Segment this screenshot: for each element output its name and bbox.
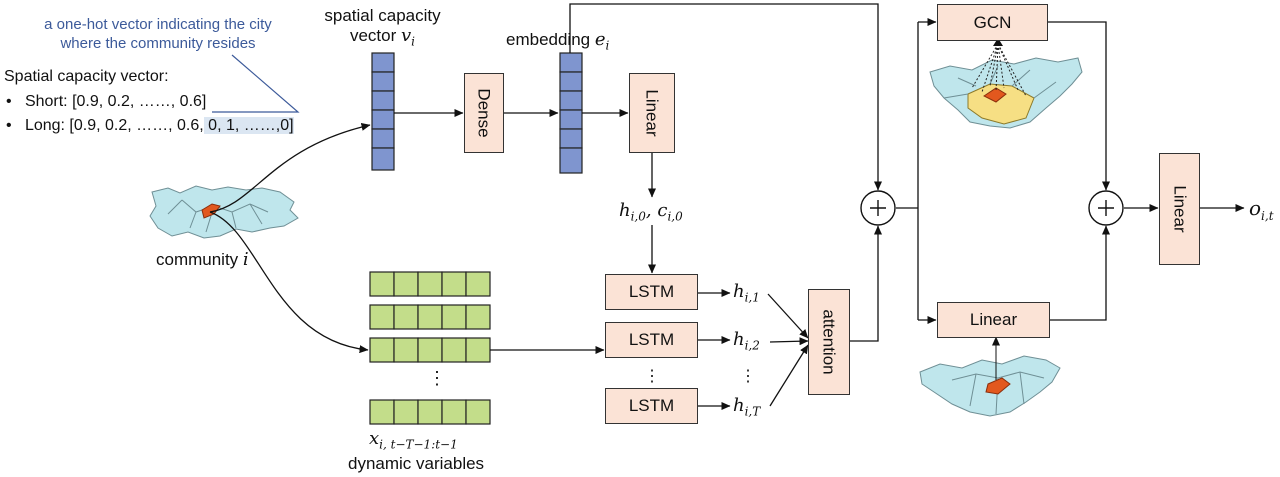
gcn-map — [929, 38, 1083, 129]
h0-subscript: i,0 — [630, 209, 646, 224]
short-vector-label: Short: [0.9, 0.2, ……, 0.6] — [24, 93, 207, 110]
c0-subscript: i,0 — [667, 209, 683, 224]
c0-symbol: c — [657, 200, 668, 221]
lstm-box-3: LSTM — [605, 388, 698, 424]
note-line-2: where the community resides — [60, 35, 256, 52]
h2-subscript: i,2 — [744, 338, 760, 353]
hT-subscript: i,T — [744, 404, 761, 419]
embedding-word: embedding — [506, 30, 591, 49]
dynamic-variables-matrix — [369, 271, 491, 425]
long-vector-label: Long: [0.9, 0.2, ……, 0.6, — [24, 117, 204, 134]
bullet-icon: • — [6, 117, 25, 134]
dyn-row — [369, 337, 491, 363]
spatial-vector-line-1: spatial capacity — [324, 6, 441, 25]
lstm-box-2: LSTM — [605, 322, 698, 358]
spatial-vector-word: vector — [349, 26, 397, 45]
output-label: oi,t — [1249, 196, 1274, 223]
attention-box: attention — [808, 289, 850, 395]
h0-c0-label: hi,0, ci,0 — [619, 200, 683, 224]
x-subscript: i, t−T−1:t−1 — [379, 437, 458, 452]
linear-init-label: Linear — [643, 89, 663, 137]
short-vector-item: • Short: [0.9, 0.2, ……, 0.6] — [6, 92, 206, 112]
embedding-label: embedding ei — [506, 30, 609, 56]
note-line-1: a one-hot vector indicating the city — [44, 16, 272, 33]
dyn-vdots: ⋮ — [428, 368, 446, 388]
gcn-label: GCN — [973, 12, 1012, 32]
lstm-label: LSTM — [628, 282, 675, 301]
dyn-row — [369, 304, 491, 330]
gcn-box: GCN — [937, 4, 1048, 41]
community-symbol: i — [242, 249, 249, 270]
one-hot-highlight: 0, 1, ……,0] — [203, 117, 294, 134]
bullet-icon: • — [6, 93, 25, 110]
lstm-box-1: LSTM — [605, 274, 698, 310]
one-hot-note: a one-hot vector indicating the city whe… — [18, 15, 298, 53]
attention-label: attention — [820, 309, 840, 375]
plus-node-1 — [860, 190, 896, 226]
plus-node-2 — [1088, 190, 1124, 226]
connections — [209, 3, 1245, 410]
hT-label: hi,T — [733, 395, 760, 419]
lstm-label: LSTM — [628, 396, 675, 415]
linear-map — [919, 355, 1061, 417]
linear-output-label: Linear — [1170, 185, 1190, 233]
x-input-label: xi, t−T−1:t−1 — [369, 428, 458, 452]
dynamic-variables-label: dynamic variables — [348, 454, 485, 473]
h-symbol: h — [733, 395, 745, 416]
h1-subscript: i,1 — [744, 290, 760, 305]
o-subscript: i,t — [1261, 209, 1274, 223]
capacity-title: Spatial capacity vector: — [4, 68, 169, 85]
community-label: community i — [156, 250, 249, 270]
spatial-vector-label: spatial capacity vector vi — [300, 6, 465, 52]
o-symbol: o — [1249, 196, 1262, 220]
spatial-vector-line-2: vector vi — [300, 26, 465, 52]
h0-symbol: h — [619, 200, 631, 221]
spatial-capacity-vector — [371, 52, 395, 171]
annotation-leader-line — [212, 54, 300, 113]
h-vdots: ⋮ — [740, 368, 756, 385]
x-symbol: x — [369, 428, 380, 449]
community-word: community — [156, 250, 239, 269]
embedding-vector — [559, 52, 583, 174]
lstm-vdots: ⋮ — [644, 368, 660, 385]
dense-label: Dense — [475, 88, 495, 138]
dense-layer-box: Dense — [464, 73, 504, 153]
h-symbol: h — [733, 281, 745, 302]
h-symbol: h — [733, 329, 745, 350]
v-symbol: v — [401, 25, 412, 46]
dyn-row — [369, 399, 491, 425]
v-subscript: i — [411, 34, 416, 49]
dyn-row — [369, 271, 491, 297]
e-subscript: i — [605, 38, 610, 53]
linear-branch-label: Linear — [969, 310, 1018, 329]
lstm-label: LSTM — [628, 330, 675, 349]
long-vector-item: • Long: [0.9, 0.2, ……, 0.6, 0, 1, ……,0] — [6, 116, 294, 136]
linear-init-box: Linear — [629, 73, 675, 153]
linear-branch-box: Linear — [937, 302, 1050, 338]
h2-label: hi,2 — [733, 329, 760, 353]
linear-output-box: Linear — [1159, 153, 1200, 265]
h1-label: hi,1 — [733, 281, 760, 305]
e-symbol: e — [594, 29, 606, 50]
community-map — [149, 185, 299, 239]
